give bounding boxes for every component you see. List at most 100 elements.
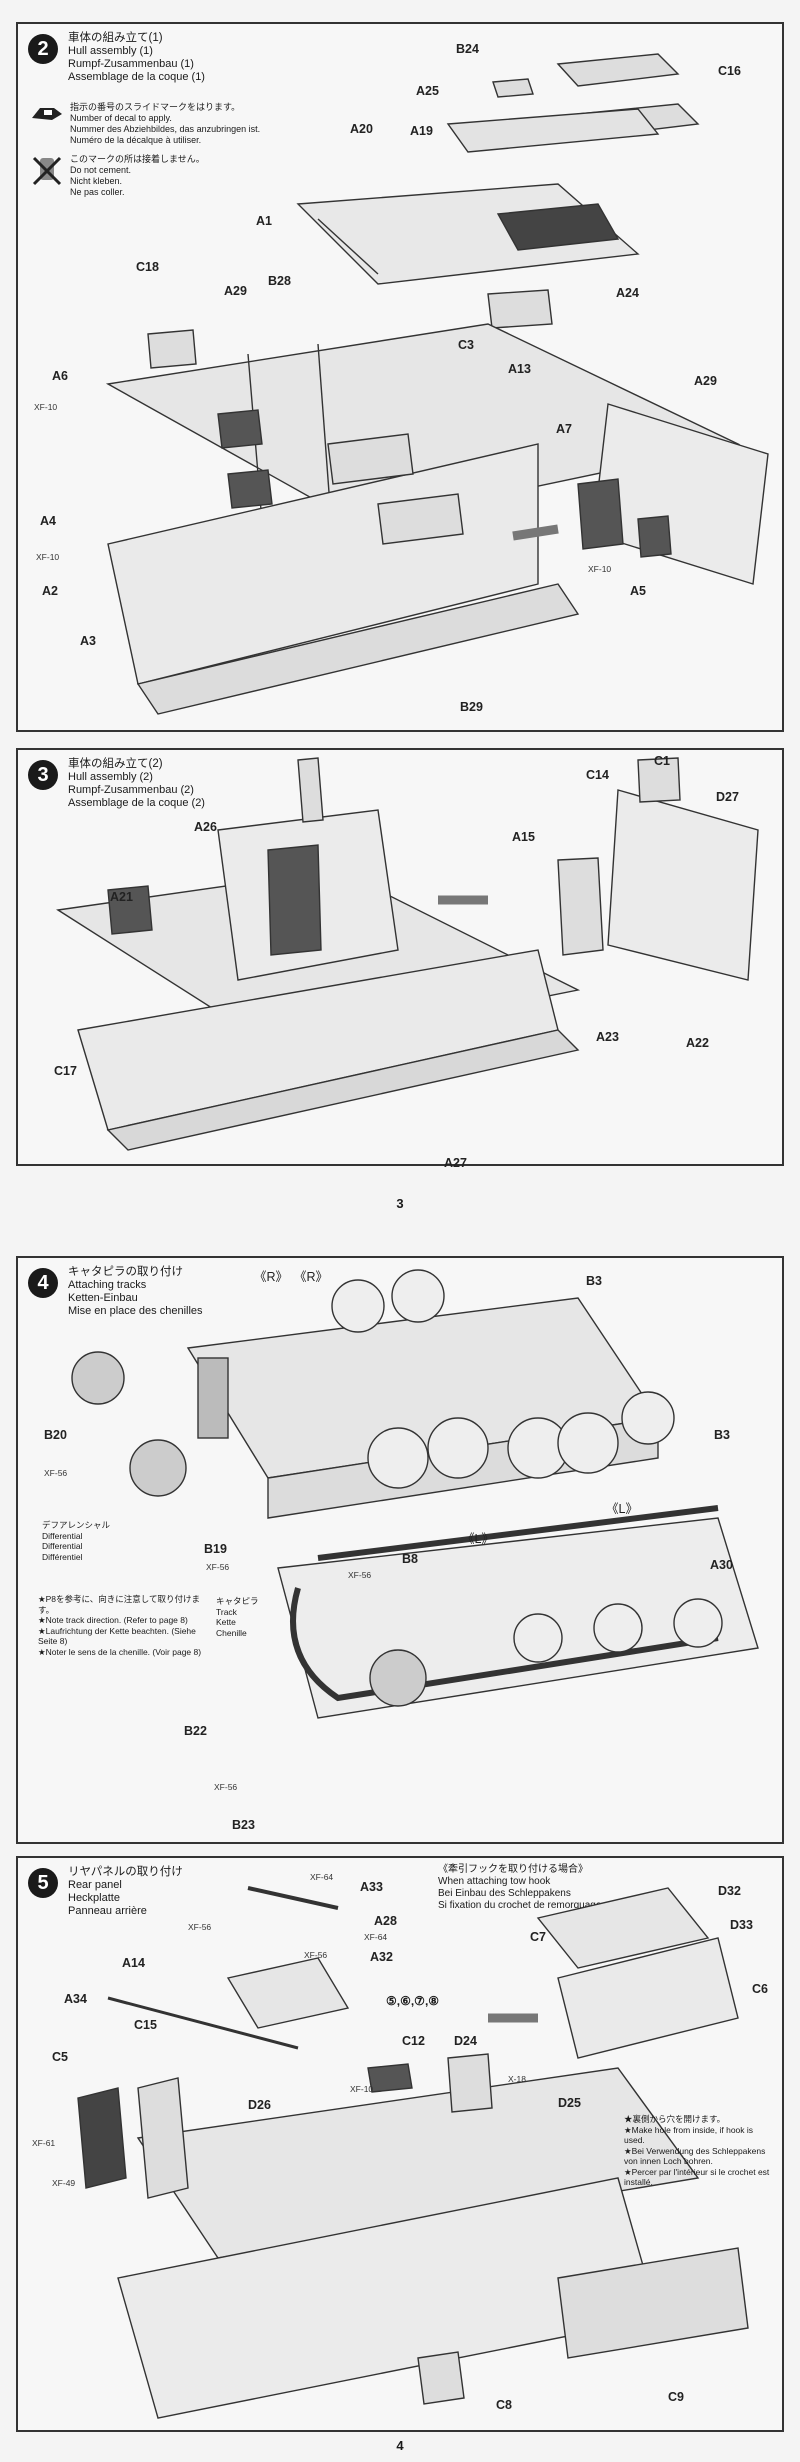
- part-label: D27: [716, 790, 739, 804]
- paint-code: XF-10: [36, 552, 60, 562]
- step-title: キャタピラの取り付け Attaching tracks Ketten-Einba…: [68, 1266, 203, 1317]
- part-label: C3: [458, 338, 474, 352]
- symbol-legend: 指示の番号のスライドマークをはります。 Number of decal to a…: [30, 102, 260, 206]
- part-label: C1: [654, 754, 670, 768]
- part-label: C17: [54, 1064, 77, 1078]
- part-label: C5: [52, 2050, 68, 2064]
- differential-label: デフアレンシャル Differential Differential Diffé…: [42, 1520, 111, 1562]
- part-label: C9: [668, 2390, 684, 2404]
- step-3-panel: 3 車体の組み立て(2) Hull assembly (2) Rumpf-Zus…: [16, 748, 784, 1170]
- paint-code: X-18: [508, 2074, 526, 2084]
- step-number: 3: [28, 760, 58, 790]
- hull-assembly-2-drawing: [56, 757, 759, 1151]
- step-number: 4: [28, 1268, 58, 1298]
- part-label: A19: [410, 124, 433, 138]
- part-label: C15: [134, 2018, 157, 2032]
- part-label: D24: [454, 2034, 477, 2048]
- part-label: D33: [730, 1918, 753, 1932]
- part-label: B8: [402, 1552, 418, 1566]
- step-5-panel: 5 リヤパネルの取り付け Rear panel Heckplatte Panne…: [16, 1856, 784, 2432]
- part-label: D26: [248, 2098, 271, 2112]
- track-direction-note: ★P8を参考に、向きに注意して取り付けます。 ★Note track direc…: [38, 1594, 202, 1657]
- step-number: 2: [28, 34, 58, 64]
- part-label: A21: [110, 890, 133, 904]
- part-label: A33: [360, 1880, 383, 1894]
- paint-code: XF-49: [52, 2178, 76, 2188]
- part-label: A24: [616, 286, 639, 300]
- step-title: リヤパネルの取り付け Rear panel Heckplatte Panneau…: [68, 1866, 183, 1917]
- part-label: A27: [444, 1156, 467, 1170]
- part-label: A3: [80, 634, 96, 648]
- part-label: A1: [256, 214, 272, 228]
- hole-note: ★裏側から穴を開けます。 ★Make hole from inside, if …: [624, 2114, 770, 2187]
- part-label: A28: [374, 1914, 397, 1928]
- step-number: 5: [28, 1868, 58, 1898]
- tow-hook-subtitle: 《牽引フックを取り付ける場合》 When attaching tow hook …: [438, 1864, 602, 1911]
- part-label: C14: [586, 768, 609, 782]
- part-label: A20: [350, 122, 373, 136]
- decal-mark-icon: [32, 108, 62, 120]
- step-title: 車体の組み立て(2) Hull assembly (2) Rumpf-Zusam…: [68, 758, 205, 809]
- part-label: B29: [460, 700, 483, 714]
- paint-code: XF-64: [364, 1932, 388, 1942]
- part-label: D25: [558, 2096, 581, 2110]
- paint-code: XF-10: [350, 2084, 374, 2094]
- track-label: キャタピラ Track Kette Chenille: [216, 1596, 259, 1638]
- part-label: A30: [710, 1558, 733, 1572]
- part-label: A2: [42, 584, 58, 598]
- part-label: B28: [268, 274, 291, 288]
- paint-code: XF-64: [310, 1872, 334, 1882]
- paint-code: XF-56: [206, 1562, 230, 1572]
- part-label: A22: [686, 1036, 709, 1050]
- rear-panel-drawing: [77, 1886, 749, 2419]
- part-label: C6: [752, 1982, 768, 1996]
- part-label: A5: [630, 584, 646, 598]
- step-reference: ⑤,⑥,⑦,⑧: [386, 1994, 440, 2008]
- part-label: B22: [184, 1724, 207, 1738]
- paint-code: XF-56: [304, 1950, 328, 1960]
- part-label: B24: [456, 42, 479, 56]
- part-label: A23: [596, 1030, 619, 1044]
- part-label: A26: [194, 820, 217, 834]
- part-label: A7: [556, 422, 572, 436]
- part-label: A32: [370, 1950, 393, 1964]
- part-label: A15: [512, 830, 535, 844]
- part-label: A25: [416, 84, 439, 98]
- paint-code: XF-56: [188, 1922, 212, 1932]
- paint-code: XF-10: [34, 402, 58, 412]
- part-label: A29: [694, 374, 717, 388]
- paint-code: XF-56: [214, 1782, 238, 1792]
- part-label: B20: [44, 1428, 67, 1442]
- page-number: 4: [396, 2438, 404, 2453]
- part-label: C12: [402, 2034, 425, 2048]
- part-label: A13: [508, 362, 531, 376]
- no-cement-icon: [32, 156, 62, 186]
- side-marker: 《L》: [606, 1502, 638, 1516]
- hull-assembly-1-drawing: [105, 53, 769, 715]
- part-label: C8: [496, 2398, 512, 2412]
- track-assembly-drawing: [71, 1269, 759, 1719]
- part-label: A4: [40, 514, 56, 528]
- part-label: A14: [122, 1956, 145, 1970]
- side-marker: 《R》: [254, 1270, 289, 1284]
- part-label: A34: [64, 1992, 87, 2006]
- step-2-panel: 2 車体の組み立て(1) Hull assembly (1) Rumpf-Zus…: [16, 22, 784, 732]
- side-marker: 《L》: [462, 1532, 494, 1546]
- step-title: 車体の組み立て(1) Hull assembly (1) Rumpf-Zusam…: [68, 32, 205, 83]
- paint-code: XF-56: [44, 1468, 68, 1478]
- part-label: C7: [530, 1930, 546, 1944]
- part-label: C16: [718, 64, 741, 78]
- part-label: A29: [224, 284, 247, 298]
- part-label: C18: [136, 260, 159, 274]
- part-label: B23: [232, 1818, 255, 1832]
- paint-code: XF-56: [348, 1570, 372, 1580]
- paint-code: XF-61: [32, 2138, 56, 2148]
- part-label: D32: [718, 1884, 741, 1898]
- part-label: B19: [204, 1542, 227, 1556]
- paint-code: XF-10: [588, 564, 612, 574]
- part-label: B3: [586, 1274, 602, 1288]
- side-marker: 《R》: [294, 1270, 329, 1284]
- page-number: 3: [396, 1196, 404, 1211]
- part-label: A6: [52, 369, 68, 383]
- step-4-panel: 4 キャタピラの取り付け Attaching tracks Ketten-Ein…: [16, 1256, 784, 1844]
